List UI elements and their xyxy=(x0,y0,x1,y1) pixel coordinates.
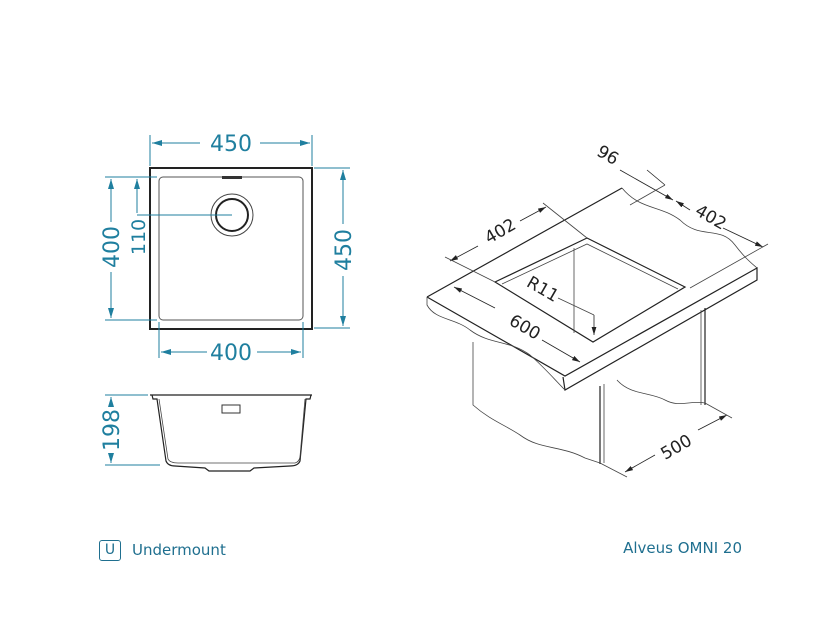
dim-iso-front: 600 xyxy=(505,311,543,345)
dim-width-inner: 400 xyxy=(210,341,252,366)
dim-iso-right: 402 xyxy=(691,201,729,235)
undermount-icon: U xyxy=(99,540,121,561)
sink-top-view: 450 400 110 450 400 xyxy=(100,132,357,366)
dim-height-outer: 450 xyxy=(332,229,357,271)
dim-drain-offset: 110 xyxy=(128,219,150,255)
overflow-slot xyxy=(222,176,242,179)
dim-iso-left: 402 xyxy=(481,215,519,249)
dim-iso-depth: 500 xyxy=(657,431,695,465)
dim-iso-radius: R11 xyxy=(523,273,562,307)
product-name: Alveus OMNI 20 xyxy=(623,539,742,557)
dim-iso-back: 96 xyxy=(593,142,622,170)
sink-section-view: 198 xyxy=(100,394,312,472)
dim-height-inner: 400 xyxy=(100,226,125,268)
dim-width-outer: 450 xyxy=(210,132,252,157)
mount-type-label: Undermount xyxy=(132,541,226,559)
sink-outer-outline xyxy=(149,167,313,330)
dim-depth: 198 xyxy=(100,409,125,451)
sink-isometric-view: 96 402 402 R11 600 500 xyxy=(426,142,769,478)
